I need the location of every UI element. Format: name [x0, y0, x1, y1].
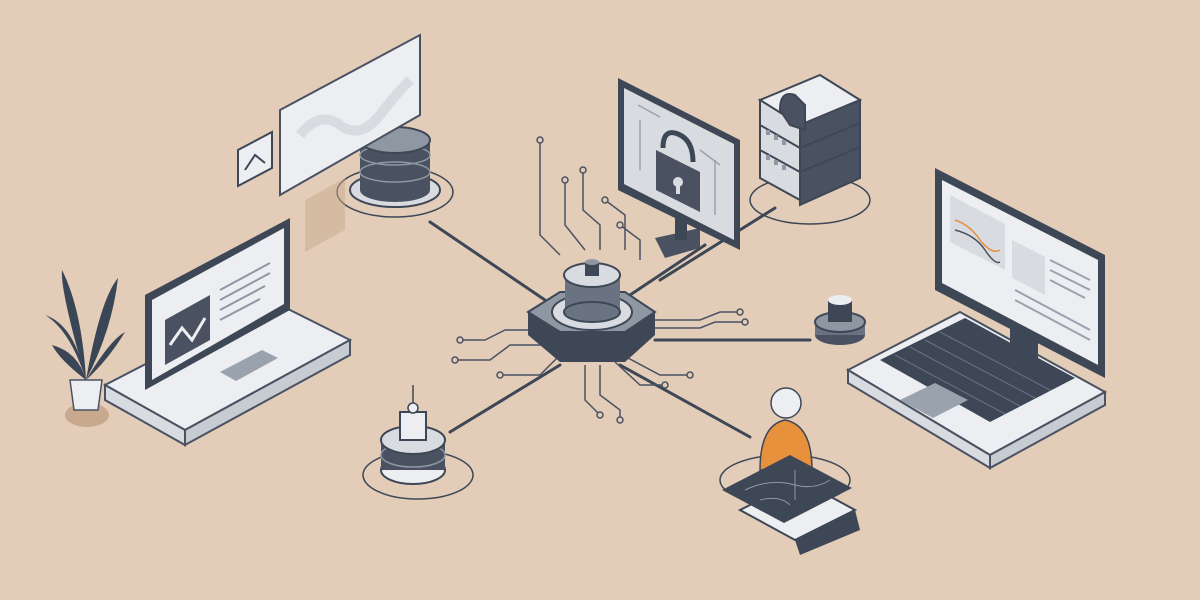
laptop-icon: [845, 310, 1108, 470]
image-icon: [237, 130, 273, 188]
link-to-server: [658, 206, 777, 282]
person-icon: [719, 387, 851, 506]
server-rack-icon: [749, 73, 871, 225]
connection-lines: [428, 206, 812, 439]
link-to-database: [428, 220, 547, 302]
link-to-monitor: [628, 243, 707, 297]
link-to-person: [618, 363, 752, 439]
tablet-icon: [722, 455, 860, 555]
gear-icon: [362, 385, 474, 500]
database-icon: [336, 126, 454, 218]
circuit-traces: [451, 136, 749, 424]
padlock-icon: [656, 130, 700, 212]
knob-icon: [814, 295, 866, 345]
floating-screen: [279, 33, 421, 252]
laptop-icon: [102, 218, 353, 447]
monitor-icon: [935, 168, 1105, 378]
link-to-gear: [448, 363, 562, 434]
hub-icon: [526, 259, 657, 362]
plant-icon: [45, 270, 125, 427]
